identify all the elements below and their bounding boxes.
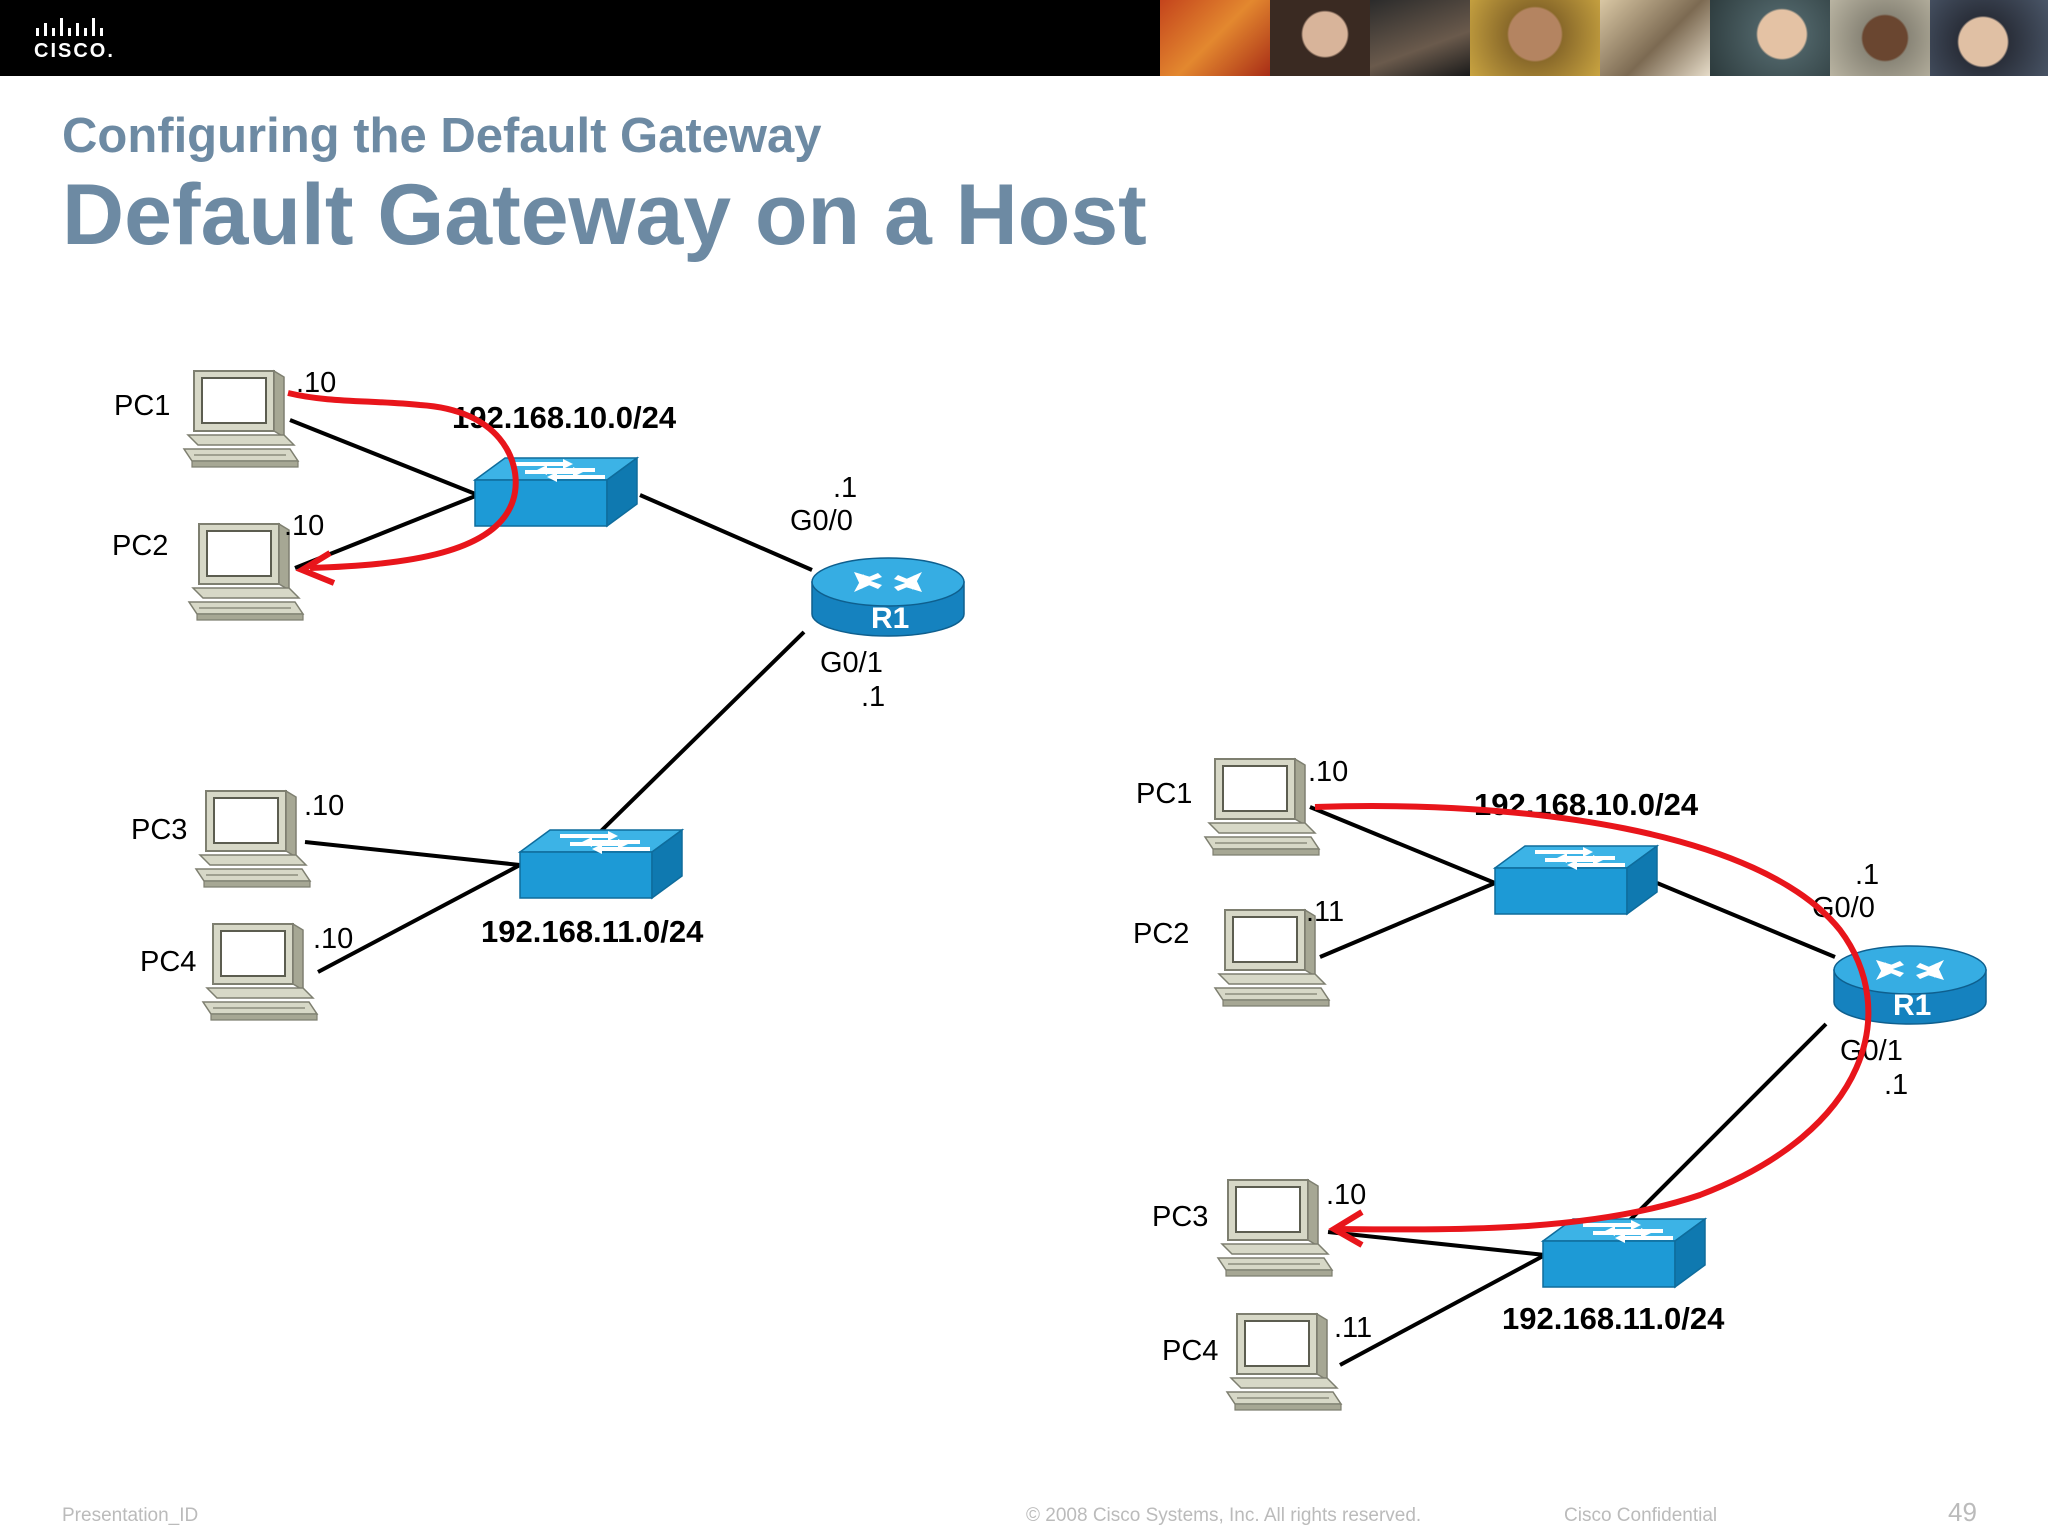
left-switch-bottom-icon — [519, 829, 683, 899]
left-pc3-label: PC3 — [131, 814, 187, 846]
left-pc3-ip: .10 — [304, 790, 344, 822]
right-pc4-label: PC4 — [1162, 1335, 1218, 1367]
right-pc2-label: PC2 — [1133, 918, 1189, 950]
slide-title: Default Gateway on a Host — [62, 167, 1147, 263]
photo-2 — [1270, 0, 1370, 76]
left-traffic-arrow — [287, 390, 519, 586]
left-pc3-icon — [195, 790, 311, 888]
slide-subtitle: Configuring the Default Gateway — [62, 109, 822, 163]
right-pc3-label: PC3 — [1152, 1201, 1208, 1233]
photo-4 — [1470, 0, 1600, 76]
photo-5 — [1600, 0, 1710, 76]
page-number: 49 — [1948, 1497, 1977, 1527]
header-bar: CISCO. — [0, 0, 2048, 76]
photo-1 — [1160, 0, 1270, 76]
right-pc3-icon — [1217, 1179, 1333, 1277]
right-net-top: 192.168.10.0/24 — [1474, 787, 1699, 822]
right-g01-label: G0/1 — [1840, 1035, 1903, 1067]
left-pc1-label: PC1 — [114, 390, 170, 422]
left-g01-ip: .1 — [861, 681, 885, 713]
left-pc2-label: PC2 — [112, 530, 168, 562]
right-links — [1309, 805, 1836, 1367]
right-pc1-label: PC1 — [1136, 778, 1192, 810]
left-router-label: R1 — [871, 602, 909, 635]
left-pc4-icon — [202, 923, 318, 1021]
footer-copyright: © 2008 Cisco Systems, Inc. All rights re… — [1026, 1505, 1422, 1526]
right-g01-ip: .1 — [1884, 1069, 1908, 1101]
right-pc4-ip: .11 — [1334, 1312, 1372, 1344]
right-pc1-ip: .10 — [1308, 756, 1348, 788]
left-pc1-icon — [183, 370, 299, 468]
right-pc3-ip: .10 — [1326, 1179, 1366, 1211]
footer-presentation-id: Presentation_ID — [62, 1505, 199, 1526]
left-switch-top-icon — [474, 457, 638, 527]
left-net-top: 192.168.10.0/24 — [452, 400, 677, 435]
right-diagram: R1 PC1 .10 PC2 .11 PC3 .10 PC4 .11 192.1… — [1133, 756, 1987, 1411]
logo-text: CISCO. — [34, 40, 115, 62]
left-pc4-label: PC4 — [140, 946, 196, 978]
left-g00-label: G0/0 — [790, 505, 853, 537]
right-net-bottom: 192.168.11.0/24 — [1502, 1301, 1725, 1336]
footer-confidential: Cisco Confidential — [1564, 1505, 1718, 1526]
left-diagram: R1 PC1 .10 PC2 .10 PC3 .10 PC4 .10 192.1… — [112, 367, 965, 1021]
right-switch-bottom-icon — [1542, 1218, 1706, 1288]
left-g01-label: G0/1 — [820, 647, 883, 679]
right-pc1-icon — [1204, 758, 1320, 856]
right-pc2-ip: .11 — [1306, 896, 1344, 928]
right-switch-top-icon — [1494, 845, 1658, 915]
photo-3 — [1370, 0, 1470, 76]
right-g00-ip: .1 — [1855, 859, 1879, 891]
photo-6 — [1710, 0, 1830, 76]
header-photo-strip — [1160, 0, 2048, 76]
photo-8 — [1930, 0, 2048, 76]
left-pc4-ip: .10 — [313, 923, 353, 955]
photo-7 — [1830, 0, 1930, 76]
left-pc2-ip: .10 — [284, 510, 324, 542]
right-router-label: R1 — [1893, 989, 1931, 1022]
right-traffic-arrow — [1314, 803, 1872, 1248]
left-net-bottom: 192.168.11.0/24 — [481, 914, 704, 949]
left-g00-ip: .1 — [833, 472, 857, 504]
cisco-logo — [36, 18, 103, 36]
right-pc4-icon — [1226, 1313, 1342, 1411]
